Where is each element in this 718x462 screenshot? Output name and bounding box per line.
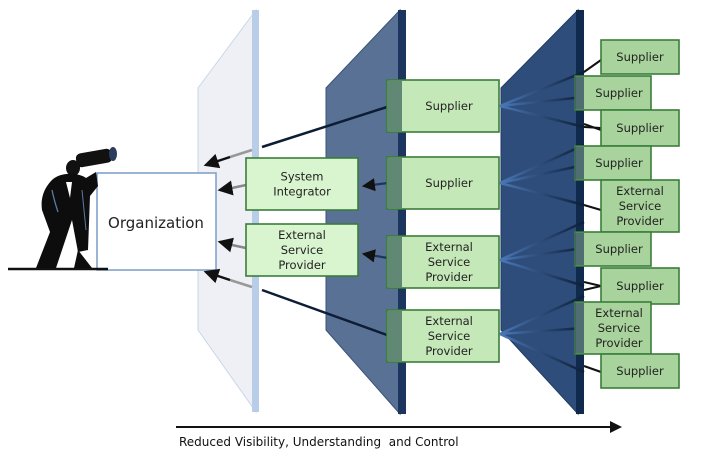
- tier3-link-line: [583, 281, 602, 287]
- tier2-box-shadow: [388, 81, 402, 131]
- tier3-box-shadow: [575, 147, 584, 179]
- tier1-box[interactable]: [245, 157, 359, 211]
- tier3-label: Supplier: [595, 86, 643, 100]
- tier3-link-line: [583, 59, 602, 73]
- tier2-box[interactable]: [386, 79, 500, 133]
- tier3-box[interactable]: [600, 267, 680, 305]
- tier3-link-line: [583, 123, 602, 131]
- tier1-label: Integrator: [273, 185, 331, 199]
- tier3-label: Supplier: [595, 242, 643, 256]
- tier3-label: Supplier: [616, 121, 664, 135]
- organization-box[interactable]: [96, 172, 217, 271]
- fan-connector-line: [499, 143, 585, 185]
- tier3-node[interactable]: Supplier: [600, 353, 680, 389]
- tier2-box-shadow: [388, 311, 402, 361]
- tier3-label: Provider: [595, 336, 643, 350]
- tier3-node[interactable]: Supplier: [574, 145, 652, 181]
- tier2-to-org-arrows: [203, 105, 389, 337]
- tier3-node[interactable]: Supplier: [600, 39, 680, 75]
- axis-label: Reduced Visibility, Understanding and Co…: [179, 435, 459, 449]
- tier3-label: Supplier: [595, 156, 643, 170]
- tier3-box[interactable]: [574, 301, 652, 355]
- fan-connector-line: [499, 220, 585, 262]
- tier2-label: Provider: [425, 344, 473, 358]
- tier2-node[interactable]: Supplier: [386, 156, 500, 210]
- tier3-box[interactable]: [600, 353, 680, 389]
- tier3-node[interactable]: Supplier: [600, 267, 680, 305]
- tier3-label: Supplier: [616, 50, 664, 64]
- tier3-connector-lines: [499, 59, 602, 374]
- tier2-label: Service: [428, 329, 471, 343]
- tier1-label: External: [278, 228, 326, 242]
- tier3-label: Service: [619, 199, 662, 213]
- tier2-boxes: SupplierSupplierExternalServiceProviderE…: [386, 79, 500, 363]
- tier2-label: External: [425, 240, 473, 254]
- tier3-label: External: [595, 306, 643, 320]
- tier3-label: Supplier: [616, 279, 664, 293]
- tier3-label: Supplier: [616, 364, 664, 378]
- tier1-box[interactable]: [245, 223, 359, 277]
- visibility-axis: Reduced Visibility, Understanding and Co…: [176, 421, 622, 449]
- tier3-link-line: [583, 204, 602, 211]
- tier3-box[interactable]: [600, 39, 680, 75]
- tier2-box-shadow: [388, 237, 402, 287]
- tier1-label: Service: [281, 243, 324, 257]
- tier3-node[interactable]: Supplier: [600, 109, 680, 147]
- fan-connector-line: [499, 258, 585, 288]
- tier3-box-shadow: [575, 233, 584, 265]
- tier3-node[interactable]: Supplier: [574, 75, 652, 111]
- tier3-boxes: SupplierSupplierSupplierSupplierExternal…: [574, 39, 680, 389]
- tier2-label: Supplier: [425, 99, 473, 113]
- person-with-binoculars-icon: [8, 147, 117, 271]
- tier3-box[interactable]: [600, 109, 680, 147]
- organization-node[interactable]: Organization: [96, 172, 217, 271]
- tier1-to-org-arrows: [217, 180, 247, 253]
- tier3-link-line: [583, 365, 602, 373]
- tier2-box-shadow: [388, 158, 402, 208]
- fan-connector-line: [499, 246, 585, 262]
- fan-connector-line: [499, 181, 585, 207]
- fan-connector-line: [499, 294, 585, 336]
- fan-connector-line: [499, 332, 585, 374]
- tier3-box[interactable]: [574, 145, 652, 181]
- tier3-box-shadow: [575, 77, 584, 109]
- tier2-box[interactable]: [386, 309, 500, 363]
- tier2-box[interactable]: [386, 235, 500, 289]
- tier3-box-shadow: [575, 303, 584, 353]
- tier3-label: External: [616, 184, 664, 198]
- tier3-label: Provider: [616, 214, 664, 228]
- tier2-label: Supplier: [425, 176, 473, 190]
- fan-connector-line: [499, 326, 585, 336]
- fan-connector-line: [499, 163, 585, 185]
- tier2-node[interactable]: Supplier: [386, 79, 500, 133]
- tier3-label: Service: [598, 321, 641, 335]
- tier3-box[interactable]: [574, 231, 652, 267]
- tier3-link-line: [583, 285, 602, 291]
- tier2-label: External: [425, 314, 473, 328]
- fan-connector-line: [499, 70, 585, 108]
- tier1-label: System: [281, 170, 324, 184]
- tier2-label: Service: [428, 255, 471, 269]
- tier2-box[interactable]: [386, 156, 500, 210]
- fan-connector-line: [499, 95, 585, 108]
- organization-label: Organization: [108, 214, 204, 232]
- fan-connector-line: [499, 104, 585, 129]
- tier2-label: Provider: [425, 270, 473, 284]
- tier1-label: Provider: [278, 258, 326, 272]
- tier3-node[interactable]: Supplier: [574, 231, 652, 267]
